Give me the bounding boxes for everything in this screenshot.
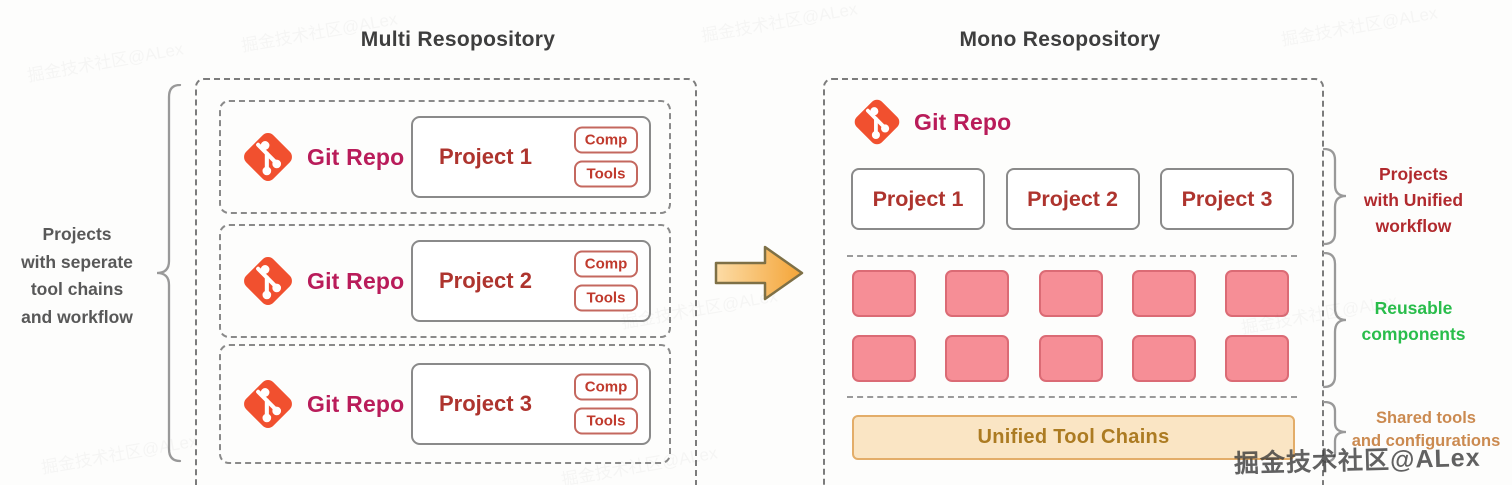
side-label-line: and workflow <box>21 306 133 327</box>
comp-badge: Comp <box>574 373 638 401</box>
component-box <box>1038 335 1103 382</box>
unified-tool-chains-bar: Unified Tool Chains <box>852 415 1295 460</box>
tools-badge: Tools <box>574 407 638 435</box>
faint-watermark: 掘金技术社区@ALex <box>1279 0 1439 51</box>
mono-repo-title: Mono Resopository <box>959 28 1161 51</box>
component-box <box>945 335 1010 382</box>
project-name: Project 1 <box>439 144 532 169</box>
git-logo-icon <box>244 257 292 305</box>
left-brace <box>156 84 182 463</box>
git-repo-label: Git Repo <box>914 108 1012 135</box>
project-card-3: Project 3 Comp Tools <box>411 363 651 445</box>
tools-badge: Tools <box>574 284 638 312</box>
component-box <box>1225 270 1289 317</box>
transform-arrow-icon <box>714 245 804 301</box>
project-name: Project 3 <box>439 391 532 416</box>
side-label-line: tool chains <box>30 279 124 299</box>
badge-stack: Comp Tools <box>574 373 638 435</box>
badge-stack: Comp Tools <box>574 126 638 188</box>
tools-badge: Tools <box>574 160 638 188</box>
unified-tool-chains-label: Unified Tool Chains <box>977 426 1170 448</box>
git-repo-row-2: Git Repo Project 2 Comp Tools <box>219 224 671 338</box>
component-box <box>1131 335 1196 382</box>
git-repo-header: Git Repo <box>850 95 1011 149</box>
multi-repo-side-label: Projects with seperate tool chains and w… <box>6 221 148 331</box>
dashed-separator <box>847 396 1297 398</box>
comp-badge: Comp <box>574 250 638 278</box>
git-repo-row-1: Git Repo Project 1 Comp Tools <box>219 100 671 214</box>
component-box <box>1131 270 1196 317</box>
side-label-line: with seperate <box>21 251 133 272</box>
component-box <box>852 270 916 317</box>
annotation-unified-workflow: Projects with Unified workflow <box>1363 164 1464 236</box>
annotation-shared-tools: Shared tools and configurations <box>1351 409 1501 450</box>
multi-repo-container: Git Repo Project 1 Comp Tools Git Repo P… <box>195 78 697 485</box>
faint-watermark: 掘金技术社区@ALex <box>699 0 859 47</box>
projects-brace <box>1323 148 1347 246</box>
projects-row: Project 1 Project 2 Project 3 <box>851 168 1294 230</box>
faint-watermark: 掘金技术社区@ALex <box>25 34 185 86</box>
project-box-3: Project 3 <box>1160 168 1294 230</box>
git-repo-label: Git Repo <box>307 143 405 170</box>
git-repo-label: Git Repo <box>307 267 405 294</box>
watermark-text: 掘金技术社区@ALex <box>1233 443 1481 479</box>
annotation-reusable-components: Reusable components <box>1361 298 1466 344</box>
git-logo-icon <box>854 99 900 145</box>
project-card-2: Project 2 Comp Tools <box>411 240 651 322</box>
tools-brace <box>1323 401 1347 464</box>
git-logo-icon <box>244 380 292 428</box>
components-brace <box>1323 252 1347 389</box>
component-box <box>945 270 1010 317</box>
project-card-1: Project 1 Comp Tools <box>411 116 651 198</box>
git-repo-label: Git Repo <box>307 390 405 417</box>
comp-badge: Comp <box>574 126 638 154</box>
component-box <box>1038 270 1103 317</box>
badge-stack: Comp Tools <box>574 250 638 312</box>
components-grid <box>852 270 1289 382</box>
component-box <box>852 335 916 382</box>
project-box-1: Project 1 <box>851 168 985 230</box>
project-name: Project 2 <box>439 268 532 293</box>
component-box <box>1225 335 1289 382</box>
dashed-separator <box>847 255 1297 257</box>
project-box-2: Project 2 <box>1005 168 1140 230</box>
side-label-line: Projects <box>42 224 112 244</box>
git-logo-icon <box>244 133 292 181</box>
git-repo-row-3: Git Repo Project 3 Comp Tools <box>219 344 671 464</box>
mono-repo-container: Git Repo Project 1 Project 2 Project 3 U… <box>823 78 1324 485</box>
multi-repo-title: Multi Resopository <box>360 28 556 51</box>
